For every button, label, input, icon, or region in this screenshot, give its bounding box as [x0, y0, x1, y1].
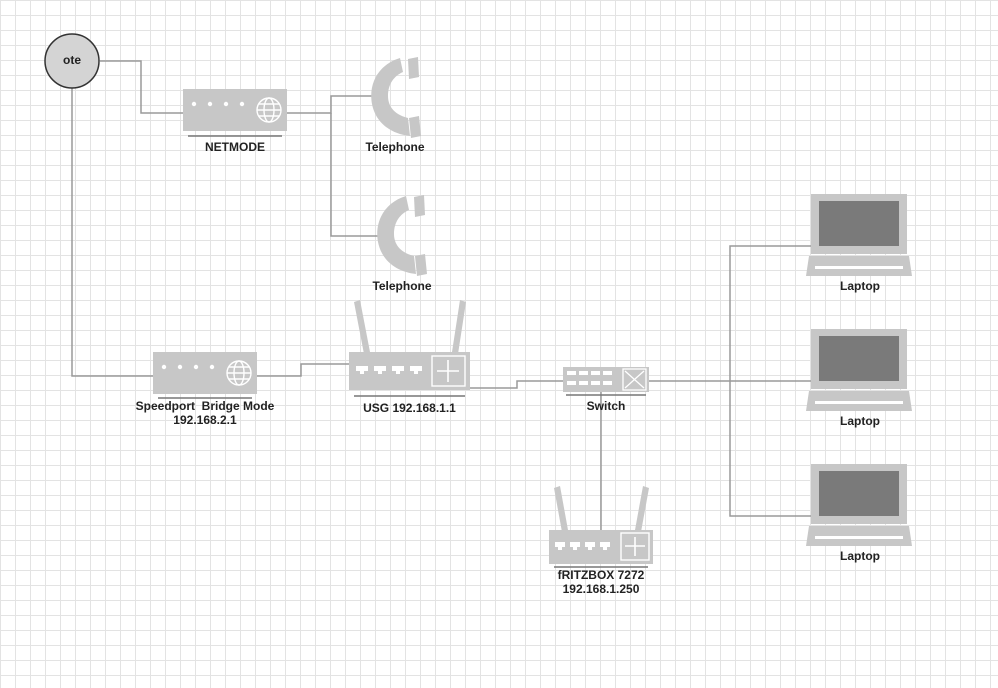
telephone-handset-icon[interactable]	[371, 57, 421, 138]
connector-netmode-telephone1[interactable]	[286, 95, 372, 114]
switch-label: Switch	[586, 399, 626, 413]
telephone-handset-icon[interactable]	[377, 195, 427, 276]
switch-icon[interactable]	[563, 367, 649, 396]
laptop-icon[interactable]	[806, 194, 912, 276]
laptop-icon[interactable]	[806, 464, 912, 546]
speedport-label: Speedport Bridge Mode 192.168.2.1	[120, 399, 290, 427]
laptop-icon[interactable]	[806, 329, 912, 411]
connector-ote-speedport[interactable]	[71, 88, 153, 377]
laptop-label-3: Laptop	[840, 549, 880, 563]
ote-label: ote	[63, 53, 81, 67]
usg-router-icon[interactable]	[349, 300, 470, 397]
connector-speedport-usg[interactable]	[257, 363, 349, 377]
connector-laptop1[interactable]	[729, 245, 811, 381]
fritzbox-router-icon[interactable]	[549, 486, 653, 568]
fritzbox-label: fRITZBOX 7272 192.168.1.250	[541, 568, 661, 596]
netmode-label: NETMODE	[205, 140, 265, 154]
speedport-modem-icon[interactable]	[153, 352, 257, 399]
fritzbox-name: fRITZBOX 7272	[557, 568, 645, 582]
laptop-label-2: Laptop	[840, 414, 880, 428]
connector-netmode-telephone2[interactable]	[330, 113, 378, 237]
connectors	[71, 60, 811, 530]
ote-node[interactable]	[44, 33, 100, 89]
netmode-modem-icon[interactable]	[183, 89, 287, 137]
speedport-ip: 192.168.2.1	[173, 413, 237, 427]
connector-ote-netmode[interactable]	[100, 60, 183, 114]
telephone-label-1: Telephone	[365, 140, 425, 154]
speedport-name: Speedport Bridge Mode	[135, 399, 275, 413]
usg-label: USG 192.168.1.1	[363, 401, 456, 415]
connector-laptop3[interactable]	[729, 381, 811, 517]
laptop-label-1: Laptop	[840, 279, 880, 293]
telephone-label-2: Telephone	[372, 279, 432, 293]
fritzbox-ip: 192.168.1.250	[562, 582, 640, 596]
connector-usg-switch[interactable]	[469, 380, 563, 389]
